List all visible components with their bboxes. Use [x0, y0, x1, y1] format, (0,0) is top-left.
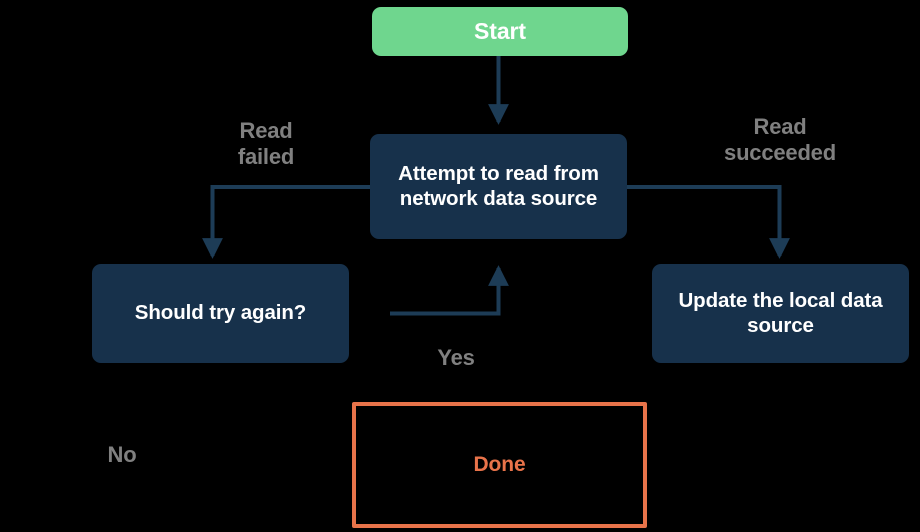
node-attempt-read[interactable]: Attempt to read from network data source — [370, 134, 627, 239]
node-should-try-again-label: Should try again? — [134, 301, 307, 325]
node-done[interactable]: Done — [352, 402, 647, 528]
node-update-local-label: Update the local data source — [678, 289, 883, 337]
edge-should-try-again-to-attempt — [390, 265, 509, 316]
node-start[interactable]: Start — [372, 7, 628, 56]
edge-label-yes: Yes — [437, 345, 475, 370]
node-update-local[interactable]: Update the local data source — [652, 264, 909, 363]
node-done-label: Done — [473, 452, 526, 476]
edge-attempt-to-should-try-again — [202, 185, 370, 259]
node-start-label: Start — [474, 17, 526, 44]
edge-attempt-to-update-local — [627, 185, 790, 259]
node-should-try-again[interactable]: Should try again? — [92, 264, 349, 363]
edge-label-read-failed: Read failed — [237, 118, 295, 169]
edge-label-no: No — [107, 442, 137, 467]
node-attempt-read-label: Attempt to read from network data source — [398, 162, 599, 210]
edge-label-read-succeeded: Read succeeded — [724, 114, 836, 165]
